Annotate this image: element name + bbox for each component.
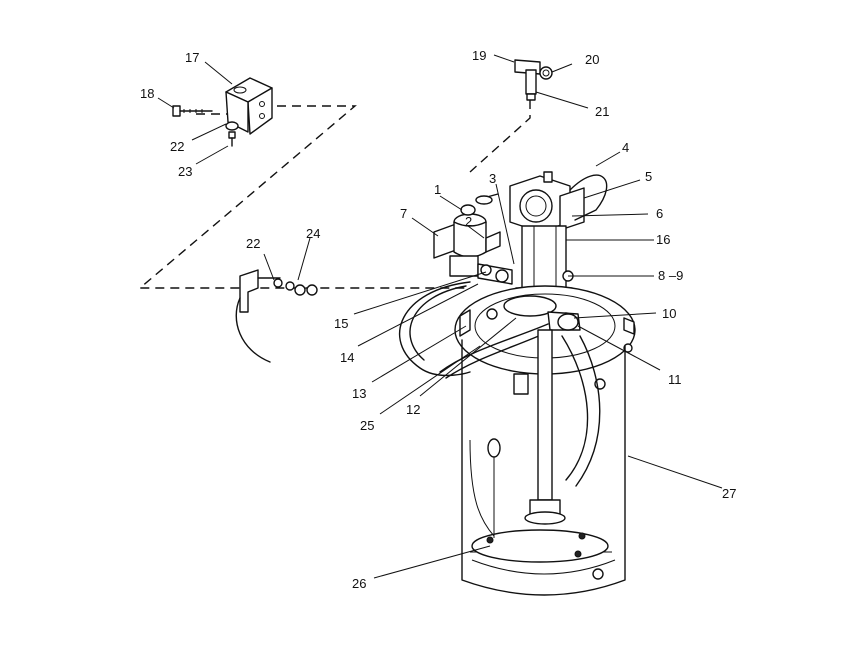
supply-manifold [477,263,574,285]
callout-17: 17 [185,50,199,65]
callout-15: 15 [334,316,348,331]
callout-26: 26 [352,576,366,591]
callout-4: 4 [622,140,629,155]
callout-23: 23 [178,164,192,179]
callout-13: 13 [352,386,366,401]
callout-10: 10 [662,306,676,321]
solenoid-valve [433,193,501,277]
callout-5: 5 [645,169,652,184]
callout-21: 21 [595,104,609,119]
callout-20: 20 [585,52,599,67]
fluid-outlet-hose [439,311,581,379]
callout-18: 18 [140,86,154,101]
callout-6: 6 [656,206,663,221]
callout-12: 12 [406,402,420,417]
callout-22-top: 22 [170,139,184,154]
bracket-bolt [172,105,213,117]
callout-24: 24 [306,226,320,241]
follower-plate [469,438,609,563]
leader-lines [157,54,723,579]
callout-19: 19 [472,48,486,63]
callout-16: 16 [656,232,670,247]
callout-22-left: 22 [246,236,260,251]
callout-25: 25 [360,418,374,433]
callout-14: 14 [340,350,354,365]
callout-8-9: 8 –9 [658,268,683,283]
callout-labels: 17 18 22 23 19 20 21 1 2 3 4 5 6 7 16 8 … [140,48,736,591]
callout-27: 27 [722,486,736,501]
suction-tube [513,329,601,525]
callout-7: 7 [400,206,407,221]
callout-3: 3 [489,171,496,186]
callout-11: 11 [668,372,682,387]
bracket-washer-nut [225,121,239,147]
tee-fitting [514,59,553,101]
hose-bracket-left [235,269,318,363]
callout-2: 2 [465,214,472,229]
callout-1: 1 [434,182,441,197]
